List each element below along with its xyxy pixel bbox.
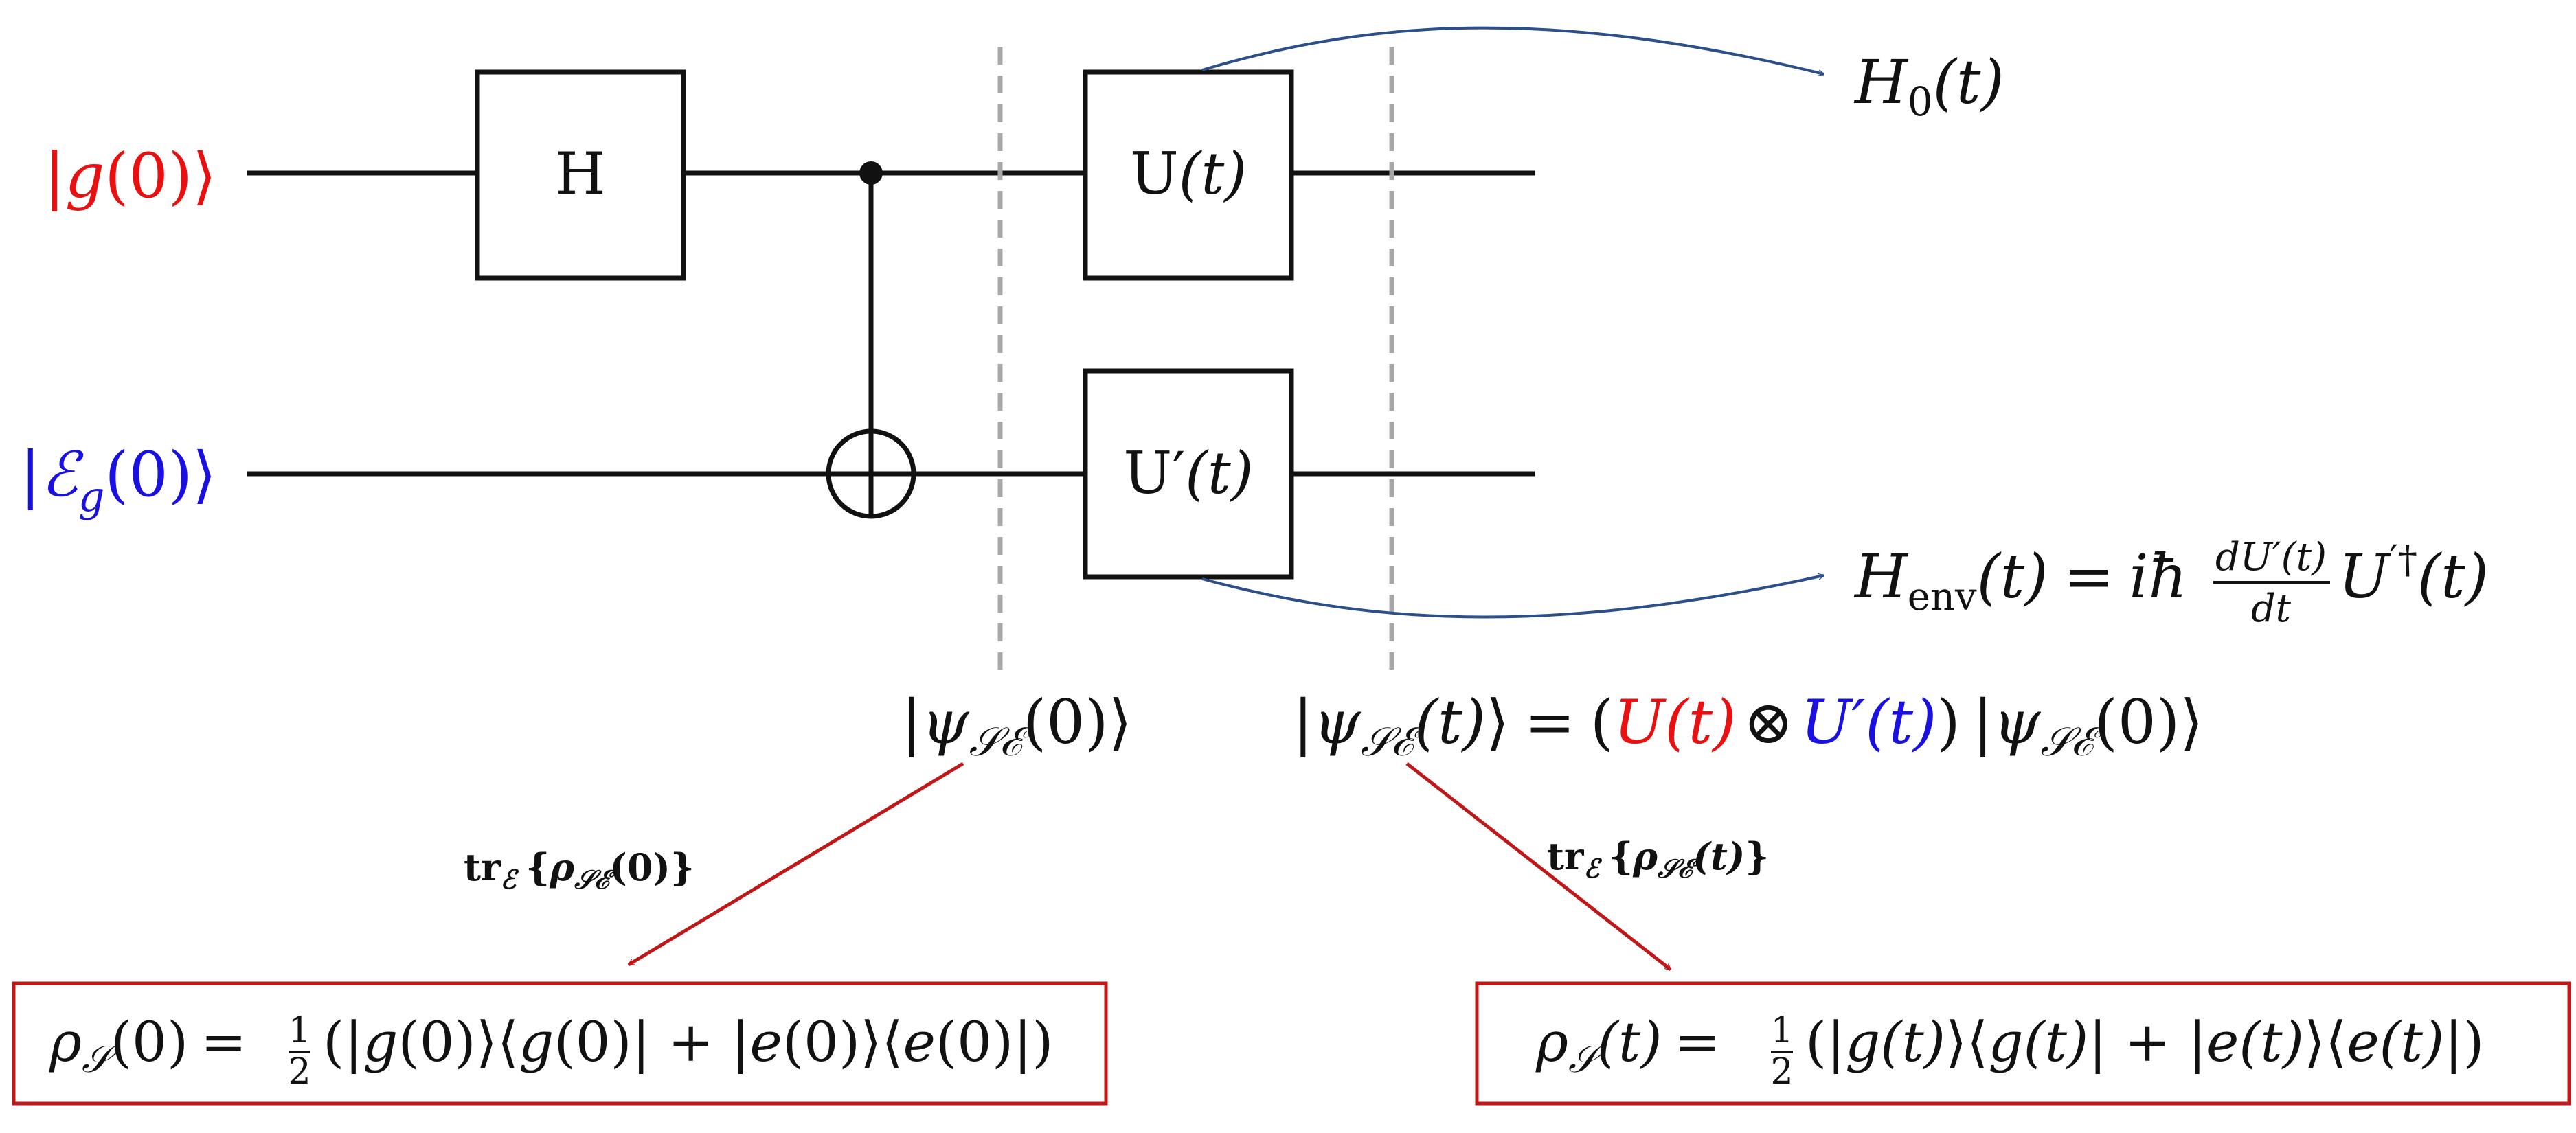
reduced-density-evolved: ρ𝒮(t)= 1 2 (|g(t)⟩⟨g(t)| + |e(t)⟩⟨e(t)|) <box>1535 1010 2484 1092</box>
u-gate-label: U(t) <box>1130 140 1247 207</box>
svg-text:1: 1 <box>1770 1010 1793 1051</box>
svg-text:U′†(t): U′†(t) <box>2338 538 2489 612</box>
h0-annotation-arrow <box>1201 26 1824 74</box>
svg-text:ρ𝒮(0)=: ρ𝒮(0)= <box>49 1010 247 1081</box>
cnot-control-dot <box>859 161 883 185</box>
svg-text:2: 2 <box>288 1051 310 1092</box>
trace-label-initial: trℰ{ρ𝒮ℰ(0)} <box>464 845 694 895</box>
environment-input-ket: |ℰg(0)⟩ <box>20 439 216 521</box>
u-prime-gate-label: U′(t) <box>1123 439 1253 507</box>
svg-text:dU′(t): dU′(t) <box>2215 535 2327 580</box>
svg-text:(|g(0)⟩⟨g(0)| + |e(0)⟩⟨e(0)|): (|g(0)⟩⟨g(0)| + |e(0)⟩⟨e(0)|) <box>323 1010 1053 1074</box>
cnot-gate <box>826 161 916 519</box>
u-prime-gate <box>1083 368 1294 580</box>
henv-label: Henv(t)=iħ dU′(t) dt U′†(t) <box>1853 535 2489 631</box>
system-input-ket: |g(0)⟩ <box>44 140 216 212</box>
henv-annotation-arrow <box>1201 575 1824 619</box>
hadamard-gate-label: H <box>555 140 605 207</box>
svg-text:Henv(t)=iħ: Henv(t)=iħ <box>1853 541 2187 619</box>
reduced-density-initial: ρ𝒮(0)= 1 2 (|g(0)⟩⟨g(0)| + |e(0)⟩⟨e(0)|) <box>49 1010 1053 1092</box>
u-gate <box>1083 69 1294 281</box>
reduced-density-box-initial <box>12 981 1108 1106</box>
reduced-density-box-evolved <box>1475 981 2571 1106</box>
svg-text:(|g(t)⟩⟨g(t)| + |e(t)⟩⟨e(t)|): (|g(t)⟩⟨g(t)| + |e(t)⟩⟨e(t)|) <box>1805 1010 2484 1074</box>
hadamard-gate <box>475 69 686 281</box>
svg-text:2: 2 <box>1770 1051 1793 1092</box>
trace-arrow-evolved <box>1405 762 1671 971</box>
evolved-joint-state: |ψ𝒮ℰ(t)⟩=(U(t)⊗U′(t))|ψ𝒮ℰ(0)⟩ <box>1293 687 2204 765</box>
trace-arrow-initial <box>629 762 964 967</box>
svg-text:ρ𝒮(t)=: ρ𝒮(t)= <box>1535 1010 1720 1081</box>
h0-label: H0(t) <box>1853 47 2004 125</box>
svg-text:1: 1 <box>288 1010 310 1051</box>
trace-label-evolved: trℰ{ρ𝒮ℰ(t)} <box>1547 834 1769 884</box>
initial-joint-state: |ψ𝒮ℰ(0)⟩ <box>901 687 1132 765</box>
svg-text:dt: dt <box>2251 586 2292 631</box>
